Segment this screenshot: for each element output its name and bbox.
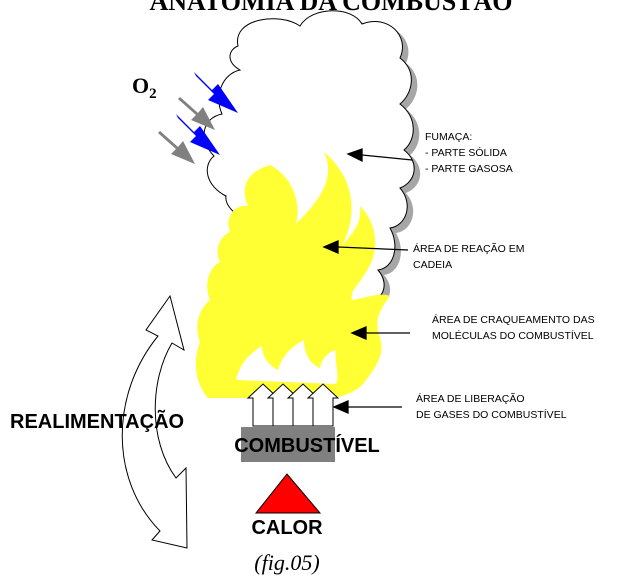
label-reaction-line: ÁREA DE REAÇÃO EM <box>413 242 524 255</box>
pointer-line-smoke <box>361 154 413 161</box>
flame-body <box>195 152 390 398</box>
pointer-head-smoke <box>346 148 363 163</box>
heat-triangle-icon <box>254 473 322 514</box>
pointer-head-reaction <box>322 240 339 254</box>
label-gas-line: DE GASES DO COMBUSTÍVEL <box>416 408 567 421</box>
label-cracking: ÁREA DE CRAQUEAMENTO DAS MOLÉCULAS DO CO… <box>432 313 595 342</box>
oxygen-arrows <box>158 72 238 164</box>
feedback-label: REALIMENTAÇÃO <box>10 410 184 433</box>
figure-caption: (fig.05) <box>254 550 319 575</box>
fuel-block <box>241 427 335 462</box>
pointer-line-reaction <box>337 246 409 251</box>
gas-release-arrows <box>246 383 340 427</box>
oxygen-arrow <box>176 114 220 155</box>
fuel-label: COMBUSTÍVEL <box>234 434 380 457</box>
label-reaction: ÁREA DE REAÇÃO EM CADEIA <box>413 242 524 271</box>
pointer-head-gas <box>332 400 349 414</box>
pointer-arrows <box>322 148 413 414</box>
label-gas: ÁREA DE LIBERAÇÃO DE GASES DO COMBUSTÍVE… <box>416 392 567 421</box>
label-cracking-line: ÁREA DE CRAQUEAMENTO DAS <box>432 313 595 326</box>
label-smoke: FUMAÇA: - PARTE SÓLIDA - PARTE GASOSA <box>425 131 513 175</box>
oxygen-arrow-shadow <box>178 97 215 130</box>
feedback-arrow-icon <box>121 294 188 549</box>
heat-label: CALOR <box>251 517 323 539</box>
pointer-head-cracking <box>350 326 367 340</box>
label-smoke-line: FUMAÇA: <box>425 131 472 143</box>
gas-arrow <box>306 383 340 427</box>
oxygen-arrow-shadows <box>158 97 215 164</box>
oxygen-arrows-blue <box>176 72 238 155</box>
label-gas-line: ÁREA DE LIBERAÇÃO <box>416 392 525 405</box>
flame <box>195 152 390 398</box>
oxygen-arrow <box>194 72 238 113</box>
oxygen-arrow-shadow <box>158 131 195 164</box>
diagram-title: ANATOMIA DA COMBUSTÃO <box>149 0 512 16</box>
oxygen-label: O2 <box>132 73 157 102</box>
label-smoke-line: - PARTE GASOSA <box>425 163 513 175</box>
label-smoke-line: - PARTE SÓLIDA <box>425 146 507 159</box>
label-cracking-line: MOLÉCULAS DO COMBUSTÍVEL <box>432 329 594 342</box>
label-reaction-line: CADEIA <box>413 259 452 271</box>
flame-core <box>236 340 338 384</box>
